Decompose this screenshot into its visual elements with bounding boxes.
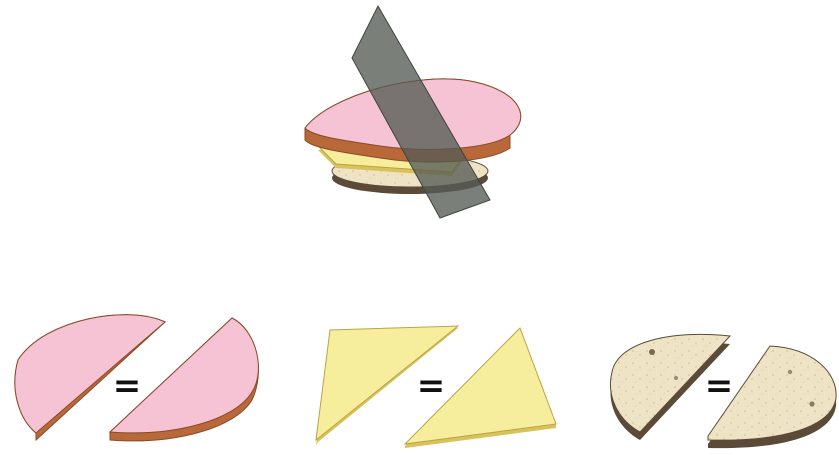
bread-hole — [674, 376, 678, 380]
equals-symbol: = — [705, 366, 734, 406]
bread-hole — [788, 370, 792, 374]
equals-sign: = — [705, 366, 734, 406]
bread-halves-group: = — [610, 335, 836, 449]
bread-hole — [809, 401, 814, 406]
equals-sign: = — [113, 366, 142, 406]
equals-symbol: = — [113, 366, 142, 406]
equals-sign: = — [417, 366, 446, 406]
ham-halves-group: = — [15, 315, 259, 441]
cheese-halves-group: = — [316, 326, 556, 448]
bread-hole — [649, 349, 655, 355]
equals-symbol: = — [417, 366, 446, 406]
